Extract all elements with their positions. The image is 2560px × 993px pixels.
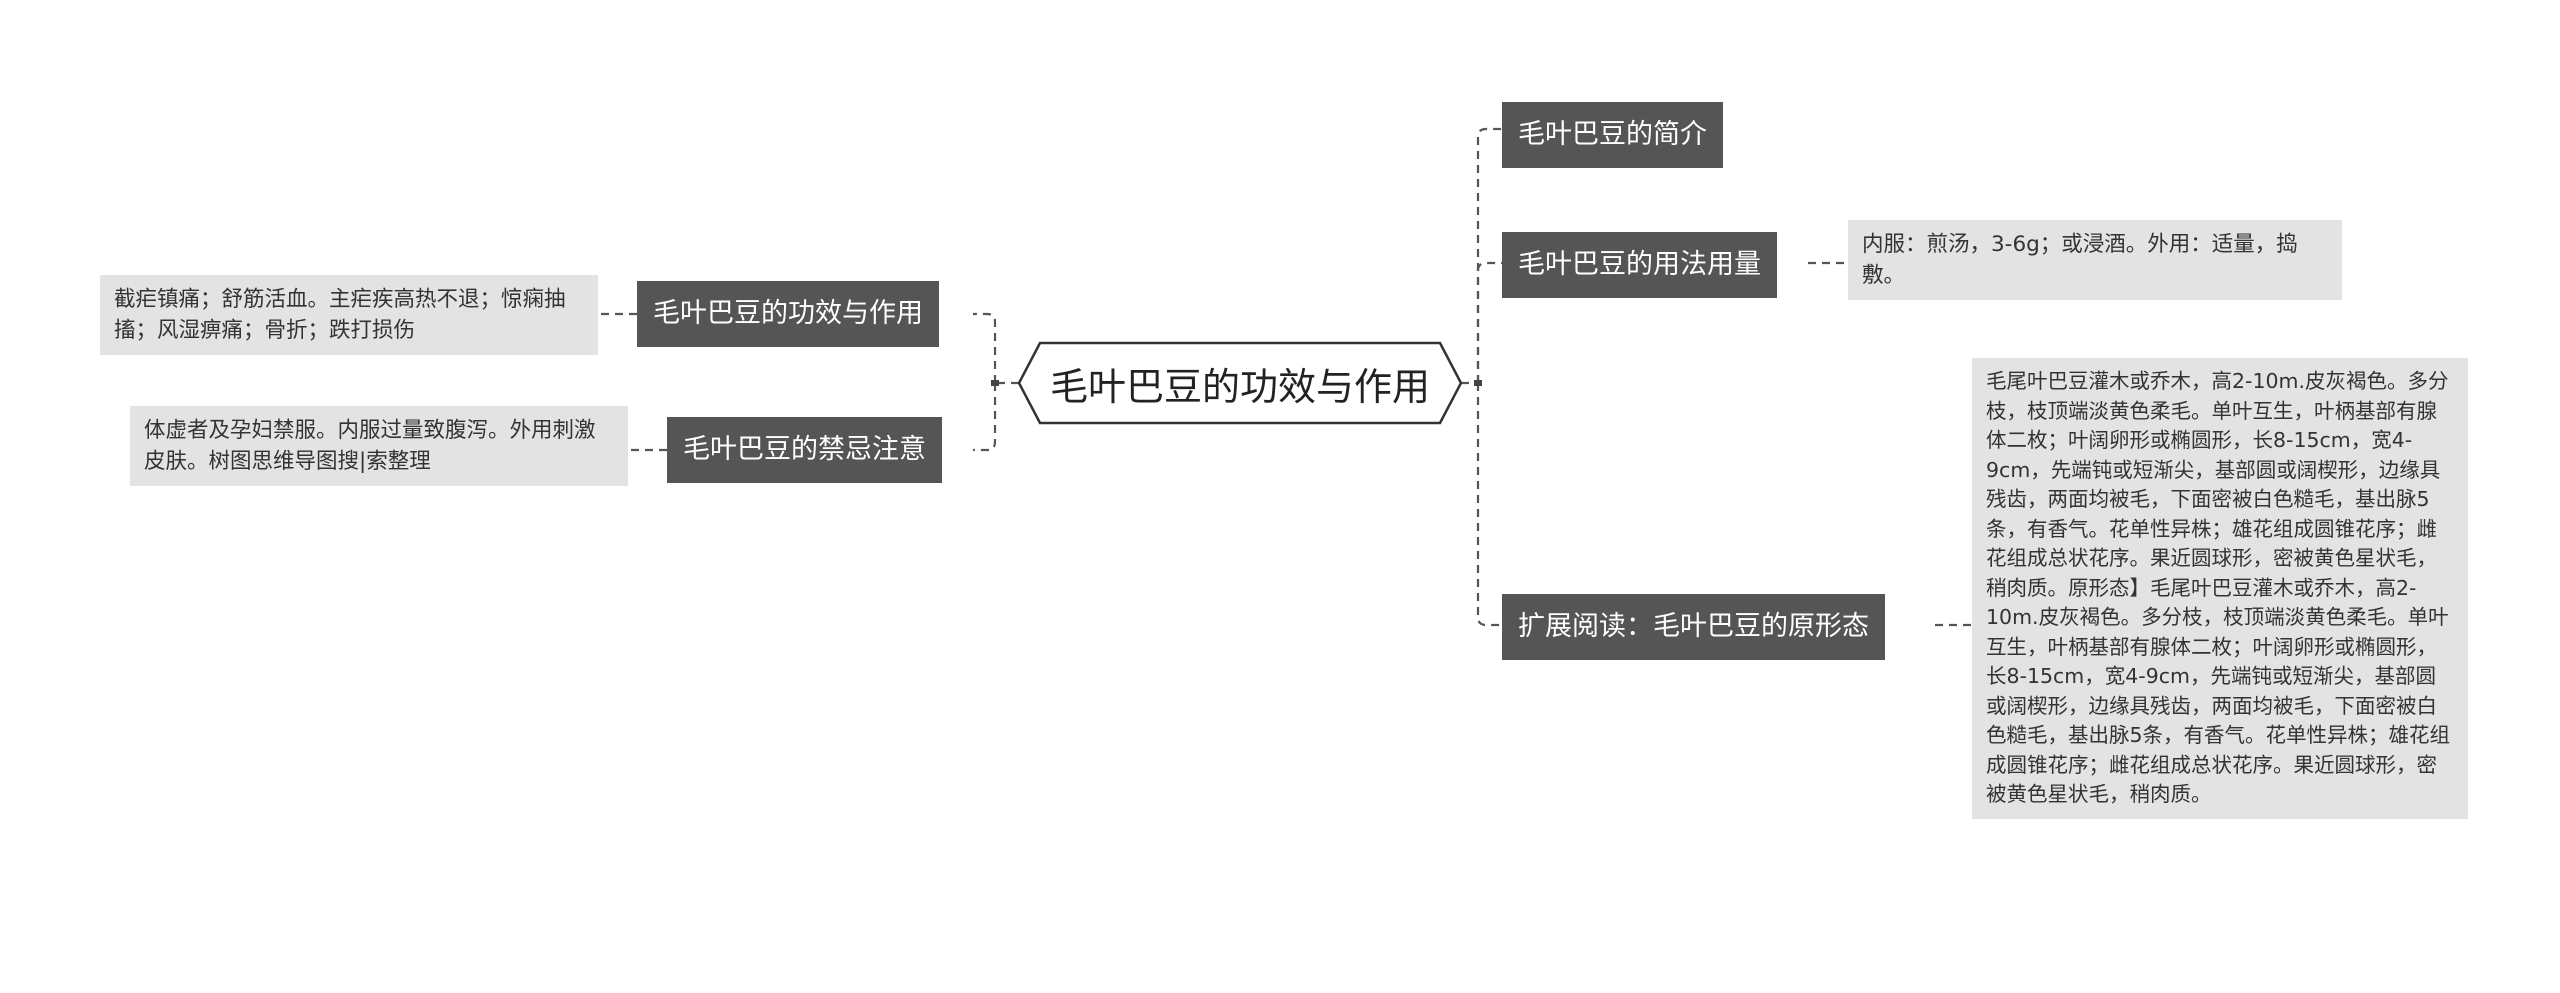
branch-usage-dosage[interactable]: 毛叶巴豆的用法用量 xyxy=(1502,232,1777,298)
detail-usage-dosage: 内服：煎汤，3-6g；或浸酒。外用：适量，捣敷。 xyxy=(1848,220,2342,300)
branch-extended-reading[interactable]: 扩展阅读：毛叶巴豆的原形态 xyxy=(1502,594,1885,660)
root-node-title[interactable]: 毛叶巴豆的功效与作用 xyxy=(1049,364,1430,409)
branch-contraindications[interactable]: 毛叶巴豆的禁忌注意 xyxy=(667,417,942,483)
branch-functions[interactable]: 毛叶巴豆的功效与作用 xyxy=(637,281,939,347)
detail-original-morphology: 毛尾叶巴豆灌木或乔木，高2-10m.皮灰褐色。多分枝，枝顶端淡黄色柔毛。单叶互生… xyxy=(1972,358,2468,819)
detail-contraindications: 体虚者及孕妇禁服。内服过量致腹泻。外用刺激皮肤。树图思维导图搜|索整理 xyxy=(130,406,628,486)
root-node-shape xyxy=(1017,341,1463,425)
detail-functions: 截疟镇痛；舒筋活血。主疟疾高热不退；惊痫抽搐；风湿痹痛；骨折；跌打损伤 xyxy=(100,275,598,355)
branch-introduction[interactable]: 毛叶巴豆的简介 xyxy=(1502,102,1723,168)
